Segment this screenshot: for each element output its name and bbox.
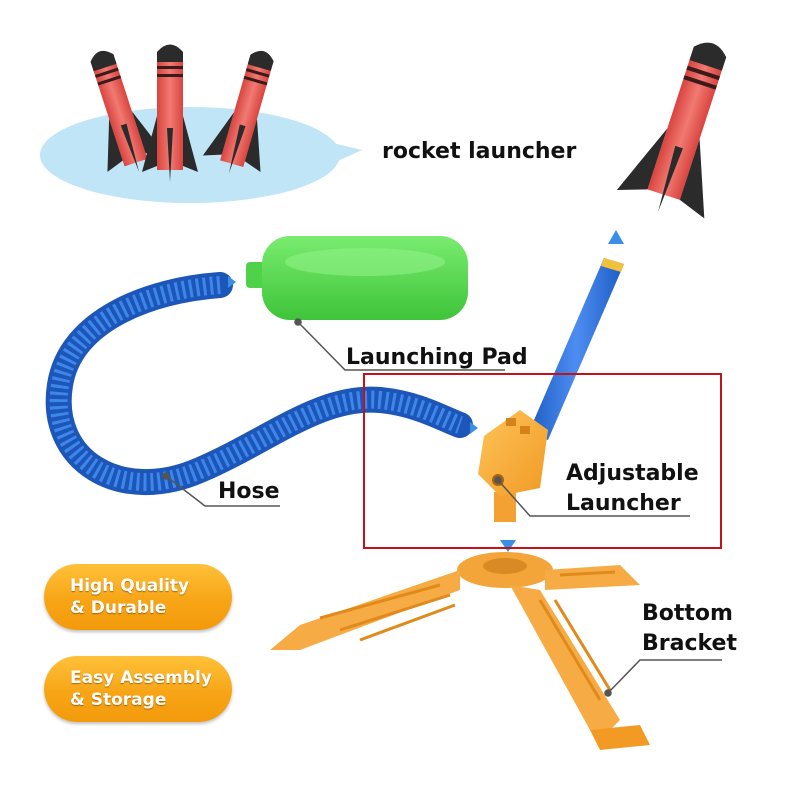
rocket-middle	[142, 44, 198, 182]
leader-hose	[165, 475, 280, 507]
launching-pad-label: Launching Pad	[346, 345, 528, 370]
arrow-up-icon	[608, 230, 624, 244]
arrow-down-icon	[500, 540, 516, 552]
adjustable-launcher-label-line2: Launcher	[566, 491, 681, 516]
highlight-box	[363, 373, 722, 549]
hose-label: Hose	[218, 479, 280, 504]
adjustable-launcher-label-line1: Adjustable	[566, 461, 699, 486]
bottom-bracket-label-line1: Bottom	[642, 601, 733, 626]
speech-bubble	[40, 107, 362, 203]
badge-easy-assembly: Easy Assembly & Storage	[44, 656, 232, 722]
badge-line2: & Durable	[70, 598, 167, 618]
bottom-bracket	[270, 552, 650, 750]
badge-line2: & Storage	[70, 690, 167, 710]
rocket-launcher-label: rocket launcher	[382, 139, 577, 164]
leader-lines	[162, 318, 722, 697]
launch-tube	[528, 258, 624, 440]
badge-line1: Easy Assembly	[70, 668, 212, 688]
leader-bottom-bracket	[607, 659, 722, 694]
badge-high-quality: High Quality & Durable	[44, 564, 232, 630]
leader-launching-pad	[297, 321, 505, 371]
bottom-bracket-label-line2: Bracket	[642, 631, 737, 656]
badge-line1: High Quality	[70, 576, 190, 596]
arrow-right-icon	[228, 276, 236, 288]
arrow-right-icon	[470, 422, 478, 434]
leader-adjustable-launcher	[497, 479, 690, 517]
launching-pad	[246, 236, 468, 320]
rocket-flying	[616, 42, 727, 219]
